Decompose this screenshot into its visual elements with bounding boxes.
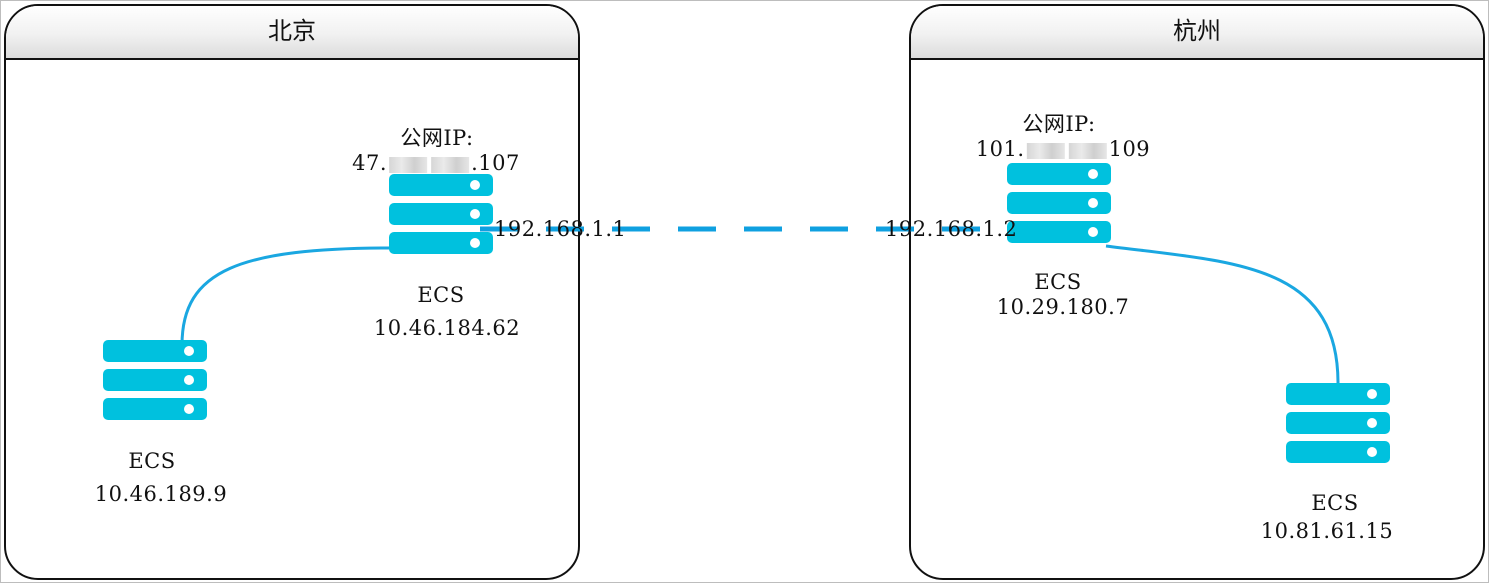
server-icon: [1286, 383, 1390, 463]
hz-public-ip: 101.109: [975, 137, 1151, 161]
bj-public-ip: 47..107: [352, 151, 520, 175]
redacted-block: [431, 156, 470, 173]
bj-public-ip-label: 公网IP:: [400, 126, 474, 150]
server-icon: [389, 174, 493, 254]
hz-private-ip: 10.81.61.15: [1260, 519, 1394, 543]
server-icon: [103, 340, 207, 420]
region-hangzhou-title: 杭州: [911, 6, 1483, 60]
bj-public-private-ip: 10.46.184.62: [373, 316, 521, 340]
region-beijing: 北京: [4, 4, 580, 580]
region-beijing-title: 北京: [6, 6, 578, 60]
hz-private-node-name: ECS: [1311, 491, 1359, 515]
bj-tunnel-ip: 192.168.1.1: [494, 217, 627, 241]
region-hangzhou: 杭州: [909, 4, 1485, 580]
bj-public-node-name: ECS: [417, 283, 465, 307]
link-hz-public-to-private: [1105, 244, 1340, 384]
link-bj-private-to-public: [180, 246, 393, 346]
redacted-block: [1068, 142, 1107, 159]
hz-public-ip-label: 公网IP:: [1022, 112, 1096, 136]
bj-private-ip: 10.46.189.9: [94, 482, 228, 506]
hz-public-private-ip: 10.29.180.7: [996, 295, 1130, 319]
server-icon: [1007, 163, 1111, 243]
redacted-block: [389, 156, 428, 173]
bj-private-node-name: ECS: [128, 449, 176, 473]
hz-tunnel-ip: 192.168.1.2: [885, 217, 1018, 241]
redacted-block: [1026, 142, 1065, 159]
hz-public-node-name: ECS: [1034, 270, 1082, 294]
